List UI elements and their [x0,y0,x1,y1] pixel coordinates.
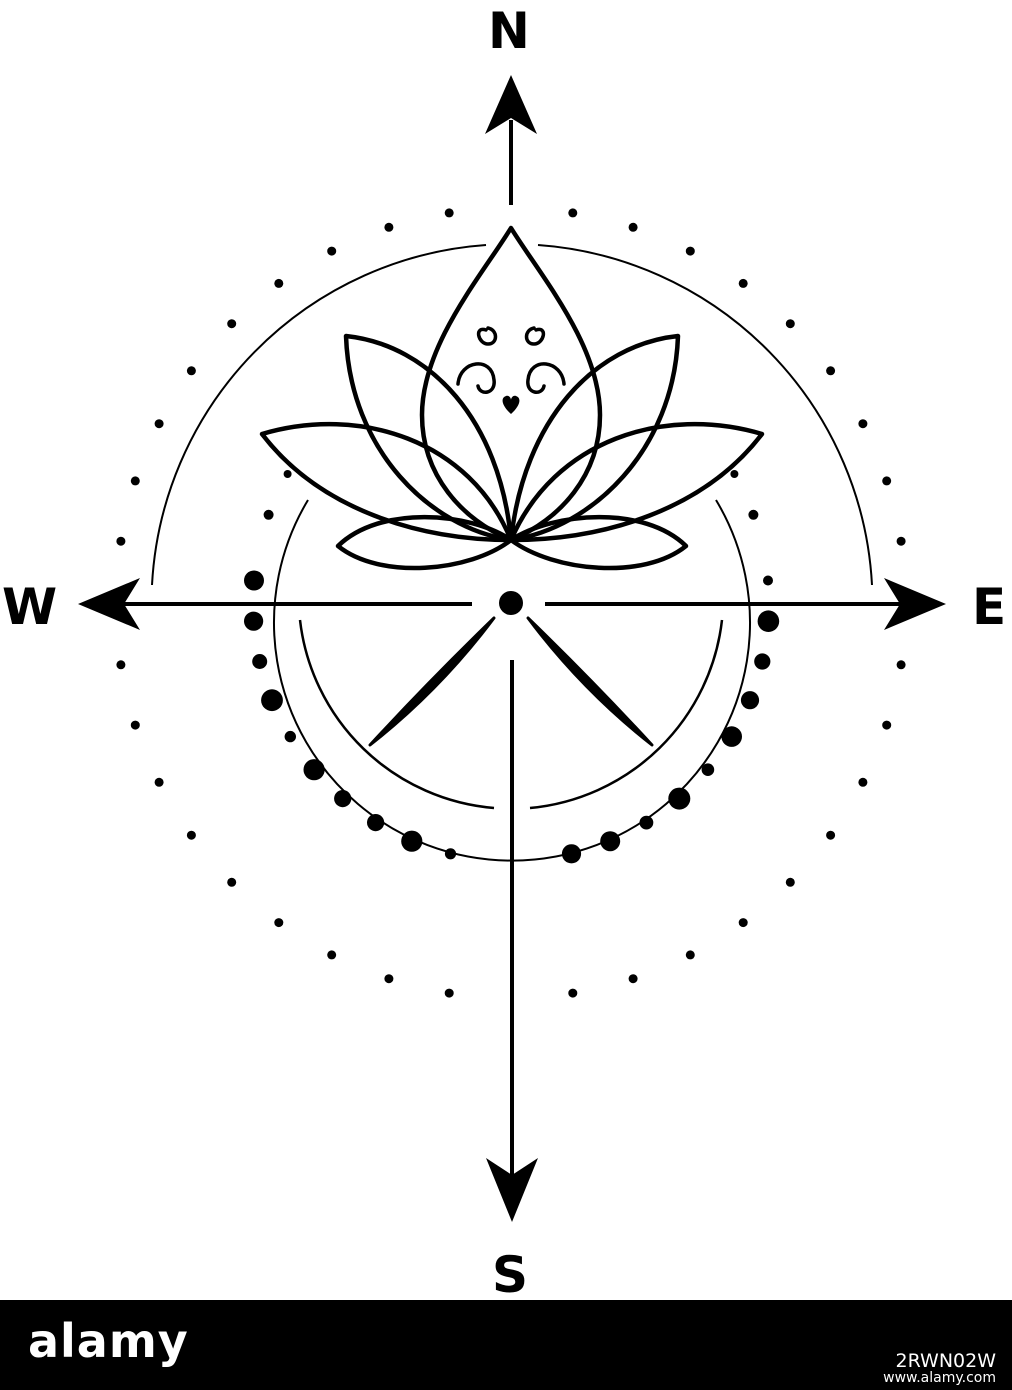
outer-ring-dot [227,319,237,329]
outer-ring-dot [444,988,454,998]
outer-ring-dot [568,988,578,998]
scroll-ornament-left [456,326,498,394]
outer-ring-dot [384,974,394,984]
inner-graded-dot-ring [244,470,780,864]
outer-ring-dot [628,222,638,232]
outer-ring-dot [116,536,126,546]
outer-ring-dot [116,660,126,670]
inner-ring-dot [639,815,654,830]
inner-ring-dot [721,726,742,747]
outer-ring-dot [227,877,237,887]
outer-ring-dot [738,918,748,928]
image-id-label: 2RWN02W [895,1350,996,1372]
outer-ring-dot [154,419,164,429]
compass-axes [95,120,930,1200]
inner-ring-dot [701,763,715,776]
outer-ring-dot [882,476,892,486]
outer-ring-dot [882,720,892,730]
outer-thin-arc-right [537,244,873,586]
diagonal-ray-left [368,616,496,747]
outer-ring-dot [327,246,337,256]
inner-ring-dot [263,509,274,520]
lotus-flower [259,225,765,571]
inner-ring-dot [444,848,457,860]
outer-ring-dot [858,419,868,429]
inner-ring-dot [740,691,760,710]
inner-ring-dot [730,470,739,478]
inner-ring-dot [244,611,264,631]
outer-ring-dot [738,278,748,288]
inner-ring-dot [283,470,292,478]
outer-ring-dot [896,660,906,670]
inner-ring-dot [561,844,582,864]
outer-ring-dot [685,246,695,256]
outer-dotted-ring [116,208,906,998]
south-arrow-icon [486,1158,538,1222]
inner-ring-dot [244,570,264,591]
outer-thin-arc [151,244,487,586]
site-url-label: www.alamy.com [883,1370,996,1386]
lotus-center-petal [419,225,603,543]
watermark-footer-bar: alamy 2RWN02W www.alamy.com [0,1300,1012,1390]
outer-ring-dot [274,918,284,928]
outer-ring-dot [130,476,140,486]
inner-ring-dot [401,830,423,852]
center-dot [499,591,523,615]
west-label: W [2,578,58,636]
outer-ring-dot [327,950,337,960]
arrowheads [78,75,946,1222]
inner-arc-inner-left [298,619,495,810]
inner-ring-dot [367,814,385,832]
west-arrow-icon [78,578,140,630]
outer-ring-dot [568,208,578,218]
inner-ring-dot [668,787,691,810]
inner-ring-dot [748,509,759,520]
scroll-ornament-right [524,326,566,394]
inner-ring-dot [261,689,283,712]
east-label: E [972,578,1007,636]
alamy-logo: alamy [28,1314,189,1368]
north-label: N [488,2,530,60]
inner-ring-dot [252,654,268,669]
outer-ring-dot [130,720,140,730]
lotus-bottom-leaf-right [508,514,689,571]
outer-ring-dot [785,877,795,887]
outer-ring-dot [896,536,906,546]
inner-ring-dot [600,831,621,852]
lotus-compass-illustration [78,75,946,1222]
inner-arc-inner-right [529,619,724,810]
inner-ring-dot [303,759,325,781]
east-arrow-icon [884,578,946,630]
inner-ring-dot [757,610,780,632]
heart-icon [502,395,520,414]
inner-ring-dot [284,730,296,743]
south-label: S [492,1246,529,1304]
outer-ring-dot [154,777,164,787]
outer-ring-dot [826,366,836,376]
outer-ring-dot [186,830,196,840]
inner-ring-dot [334,790,352,808]
outer-ring-dot [186,366,196,376]
outer-ring-dot [384,222,394,232]
north-arrow-icon [485,75,537,134]
outer-ring-dot [685,950,695,960]
inner-ring-dot [754,653,771,670]
inner-ring-dot [763,575,773,586]
outer-ring-dot [444,208,454,218]
diagonal-ray-right [526,616,654,747]
outer-ring-dot [858,777,868,787]
outer-ring-dot [785,319,795,329]
outer-ring-dot [628,974,638,984]
outer-ring-dot [826,830,836,840]
outer-ring-dot [274,278,284,288]
lotus-ornaments [456,326,566,394]
